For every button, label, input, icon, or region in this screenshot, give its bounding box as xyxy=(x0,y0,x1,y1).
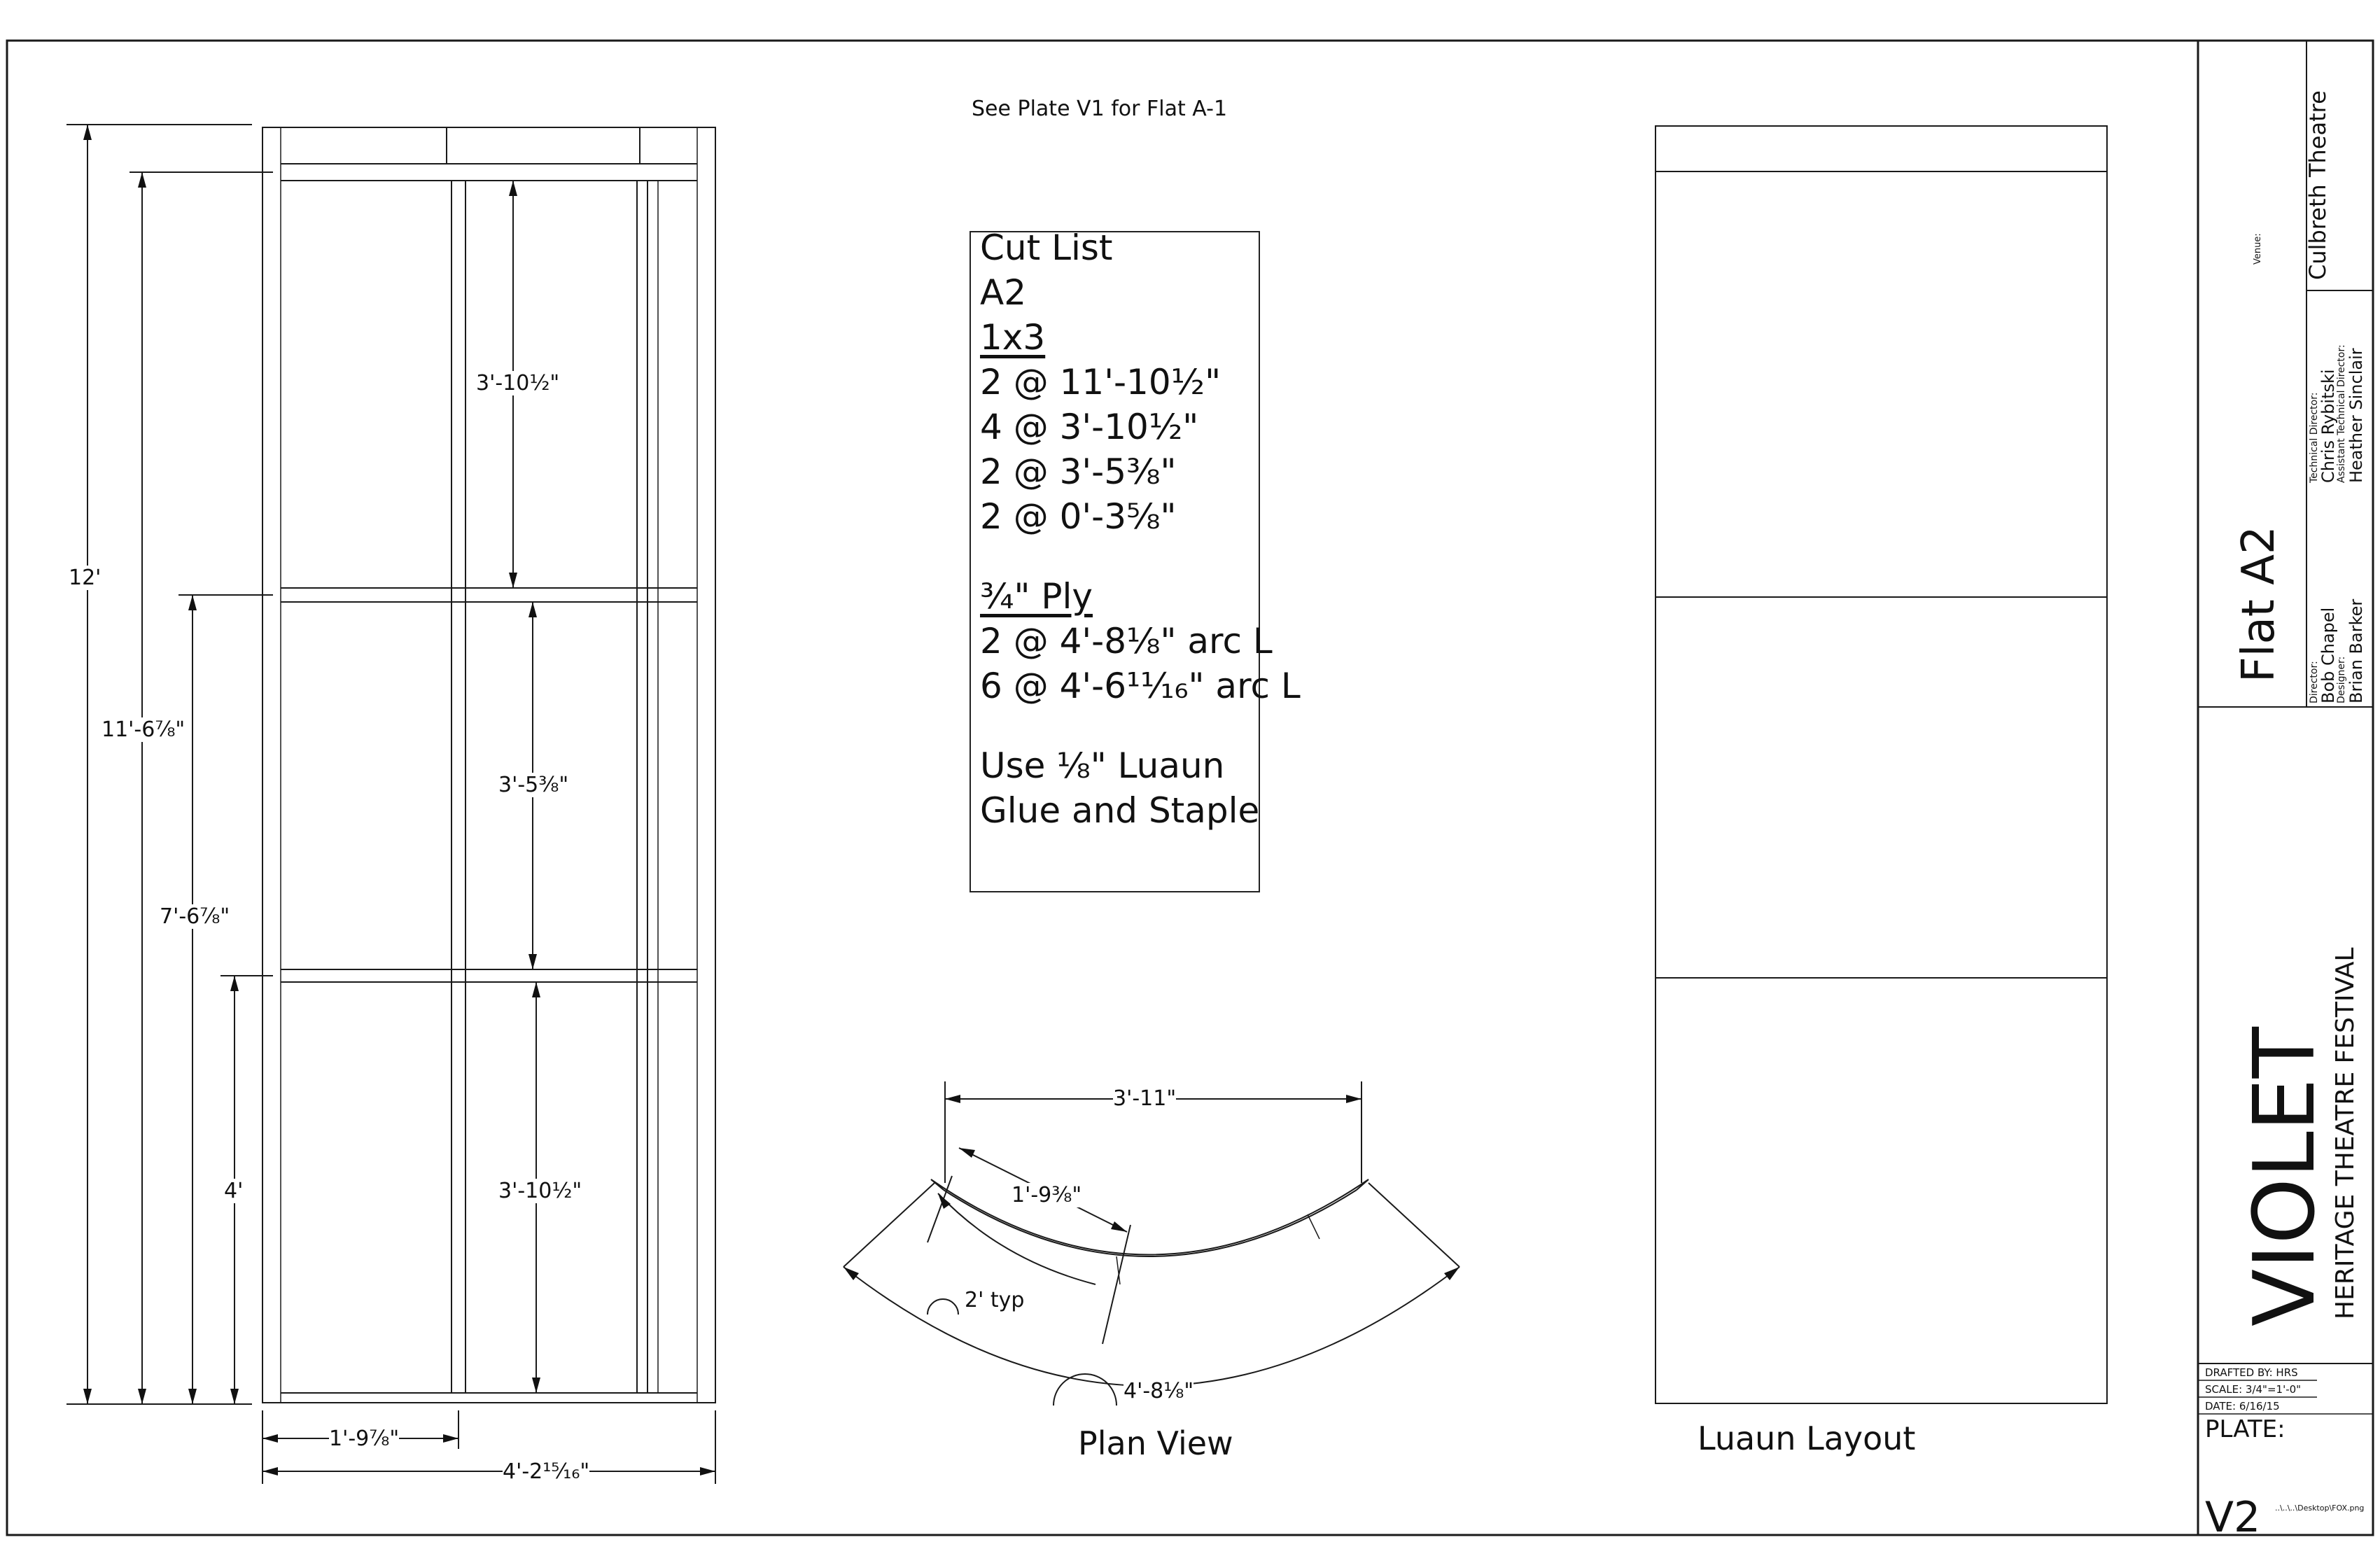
dim-arc-length: 4'-8⅛" xyxy=(1124,1379,1194,1403)
luaun-layout xyxy=(1655,125,2108,1404)
atd-label: Assistant Technical Director: xyxy=(2336,344,2347,483)
cut-list: Cut List A2 1x3 2 @ 11'-10½" 4 @ 3'-10½"… xyxy=(980,225,1301,833)
cut-item: 2 @ 11'-10½" xyxy=(980,362,1222,402)
plate-reference-note: See Plate V1 for Flat A-1 xyxy=(972,97,1228,121)
date: DATE: 6/16/15 xyxy=(2205,1400,2280,1413)
drafted-by: DRAFTED BY: HRS xyxy=(2205,1366,2298,1379)
designer-label: Designer: xyxy=(2336,656,2347,703)
venue-label: Venue: xyxy=(2253,233,2263,265)
festival-name: HERITAGE THEATRE FESTIVAL xyxy=(2331,947,2360,1319)
dim-middle-bay: 3'-5⅜" xyxy=(498,773,569,797)
cut-item: 2 @ 3'-5⅜" xyxy=(980,451,1177,492)
flat-elevation xyxy=(262,127,716,1403)
fastening-note: Glue and Staple xyxy=(980,790,1260,831)
cut-item: 2 @ 4'-8⅛" arc L xyxy=(980,621,1273,661)
designer-name: Brian Barker xyxy=(2346,598,2366,703)
title-block xyxy=(2197,41,2373,1535)
sheet-title: Flat A2 xyxy=(2233,526,2285,682)
cut-list-flat: A2 xyxy=(980,272,1027,313)
cut-list-box xyxy=(969,231,1260,892)
dim-segment: 1'-9⅜" xyxy=(1011,1183,1082,1207)
skin-note: Use ⅛" Luaun xyxy=(980,745,1225,786)
dim-chord: 3'-11" xyxy=(1113,1086,1177,1111)
cut-list-stock-1x3: 1x3 xyxy=(980,317,1046,358)
scale: SCALE: 3/4"=1'-0" xyxy=(2205,1383,2302,1396)
dim-radius: 2' typ xyxy=(965,1288,1025,1312)
plate-number: V2 xyxy=(2205,1493,2261,1542)
dim-lower-bay: 3'-10½" xyxy=(498,1179,582,1203)
cut-item: 4 @ 3'-10½" xyxy=(980,407,1199,447)
director-name: Bob Chapel xyxy=(2318,607,2338,703)
sheet-border xyxy=(6,39,2374,1536)
dim-first-toggle: 4' xyxy=(224,1179,244,1203)
dim-upper-bay: 3'-10½" xyxy=(476,371,560,395)
atd-name: Heather Sinclair xyxy=(2346,348,2366,483)
venue-name: Culbreth Theatre xyxy=(2304,90,2331,280)
show-title: VIOLET xyxy=(2236,1027,2334,1326)
td-name: Chris Rybitski xyxy=(2318,369,2338,483)
dim-toggle-offset: 1'-9⅞" xyxy=(329,1427,400,1451)
luaun-layout-label: Luaun Layout xyxy=(1698,1420,1916,1457)
dim-second-toggle: 7'-6⅞" xyxy=(160,904,230,929)
cut-list-title: Cut List xyxy=(980,227,1113,268)
dim-overall-height: 12' xyxy=(69,566,102,590)
dim-stile-length: 11'-6⅞" xyxy=(102,717,186,742)
dim-overall-width: 4'-2¹⁵⁄₁₆" xyxy=(503,1459,590,1484)
cut-item: 6 @ 4'-6¹¹⁄₁₆" arc L xyxy=(980,666,1301,706)
file-path: ..\..\..\Desktop\FOX.png xyxy=(2275,1504,2365,1513)
plan-view-label: Plan View xyxy=(1078,1424,1233,1462)
plan-view xyxy=(843,1081,1460,1406)
plate-label: PLATE: xyxy=(2205,1415,2286,1443)
cut-list-stock-ply: ¾" Ply xyxy=(980,576,1093,617)
elevation-dimensions xyxy=(66,124,716,1484)
cut-item: 2 @ 0'-3⅝" xyxy=(980,496,1177,537)
